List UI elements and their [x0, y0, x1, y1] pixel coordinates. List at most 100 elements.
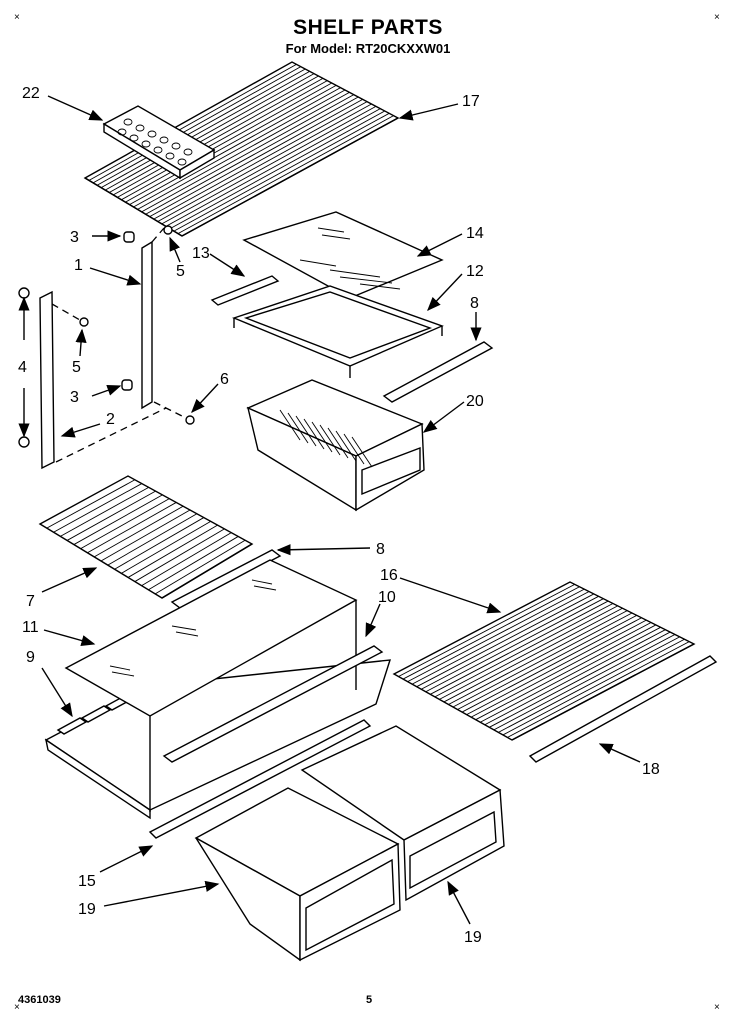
page-title: SHELF PARTS	[293, 16, 443, 39]
part-8-trim-middle	[170, 549, 282, 609]
shelf-wire	[489, 631, 671, 728]
callout-6: 6	[220, 371, 229, 388]
shelf-wire	[137, 91, 350, 210]
callout-11: 11	[22, 619, 39, 636]
shelf-wire	[109, 75, 319, 193]
part-11-glass-cover	[64, 559, 358, 812]
shelf-wire	[141, 94, 355, 213]
callout-20: 20	[466, 393, 484, 410]
shelf-wire	[53, 483, 142, 533]
shelf-wire	[96, 68, 306, 186]
shelf-wire	[411, 591, 590, 685]
part-16-wire-shelf	[392, 581, 696, 741]
pan-rib	[295, 415, 317, 447]
part-4-cap-top	[18, 287, 30, 299]
callout-5-lower: 5	[72, 359, 81, 376]
ice-cup	[165, 152, 175, 160]
callout-3-upper: 3	[70, 229, 79, 246]
callout-8-upper: 8	[470, 295, 479, 312]
shelf-wire	[117, 80, 328, 198]
callout-19-left: 19	[78, 901, 96, 918]
callout-15: 15	[78, 873, 96, 890]
shelf-wire	[127, 524, 218, 578]
part-7-wire-shelf	[38, 475, 254, 599]
leader-arrows	[18, 95, 641, 925]
ice-cup	[135, 124, 145, 132]
assembly-line	[55, 407, 167, 463]
shelf-wire	[470, 622, 652, 718]
shelf-wire	[480, 626, 661, 723]
pan-rib	[327, 427, 349, 459]
callout-17: 17	[462, 93, 480, 110]
shelf-wire	[133, 89, 346, 208]
part-number: 4361039	[18, 994, 61, 1006]
pan-rib	[287, 412, 309, 444]
shelf-wire	[73, 494, 163, 545]
shelf-wire	[149, 98, 363, 218]
assembly-line	[153, 401, 187, 419]
part-6-screw	[185, 415, 195, 425]
svg-text:×: ×	[14, 1002, 20, 1013]
shelf-wire	[157, 103, 372, 222]
ice-cup	[159, 136, 169, 144]
shelf-wire	[484, 629, 666, 726]
callout-9: 9	[26, 649, 35, 666]
part-22-ice-tray	[102, 105, 216, 180]
shelf-wire	[141, 532, 232, 587]
page-number: 5	[366, 994, 373, 1006]
callout-10: 10	[378, 589, 396, 606]
pan-rib	[343, 433, 365, 465]
shelf-wire	[398, 583, 575, 677]
callout-16: 16	[380, 567, 398, 584]
shelf-wire	[134, 528, 225, 582]
part-3-bracket-lower	[121, 379, 133, 391]
shelf-wire	[173, 112, 390, 232]
shelf-wire	[502, 638, 685, 736]
part-14-glass-panel	[242, 211, 444, 299]
shelf-wire	[402, 586, 580, 680]
ice-cup	[183, 148, 193, 156]
shelf-wire	[466, 619, 647, 716]
part-19-drawer-left	[194, 787, 401, 962]
shelf-wire	[114, 517, 205, 570]
ice-cup	[171, 142, 181, 150]
shelf-wire	[177, 115, 394, 234]
shelf-wire	[100, 70, 310, 189]
part-18-trim	[528, 655, 718, 763]
shelf-wire	[66, 490, 156, 541]
shelf-wire	[100, 509, 191, 562]
pan-rib	[319, 424, 341, 456]
part-4-cap-bottom	[18, 436, 30, 448]
part-15-trim	[148, 719, 372, 839]
shelf-wire	[93, 505, 184, 558]
part-13-trim	[210, 275, 280, 306]
shelf-wire	[104, 73, 315, 191]
shelf-wire	[113, 77, 324, 196]
part-5-screw-lower	[79, 317, 89, 327]
part-19-drawer-right	[300, 725, 505, 902]
shelf-wire	[153, 101, 368, 220]
part-5-screw-upper	[163, 225, 173, 235]
shelf-wire	[46, 479, 136, 529]
callout-3-lower: 3	[70, 389, 79, 406]
shelf-wire	[88, 63, 297, 181]
shelf-wire	[493, 634, 676, 731]
shelf-wire	[60, 486, 149, 537]
callout-labels: 22 17 3 14 13 12 1 5 4 5 8 3 6 2 20 8 7 …	[18, 85, 660, 946]
part-17-wire-shelf	[83, 61, 400, 237]
shelf-wire	[439, 605, 618, 700]
pan-rib	[311, 421, 333, 453]
svg-text:×: ×	[714, 12, 720, 23]
shelf-wire	[434, 603, 614, 698]
ice-cup	[123, 118, 133, 126]
assembly-line	[151, 227, 165, 243]
shelf-wire	[148, 536, 239, 591]
shelf-wire	[452, 612, 633, 708]
callout-12: 12	[466, 263, 484, 280]
ice-cup	[153, 146, 163, 154]
callout-22: 22	[22, 85, 40, 102]
shelf-wire	[425, 598, 604, 693]
crop-marks: × × × ×	[14, 12, 720, 1013]
shelf-wire	[121, 520, 211, 574]
